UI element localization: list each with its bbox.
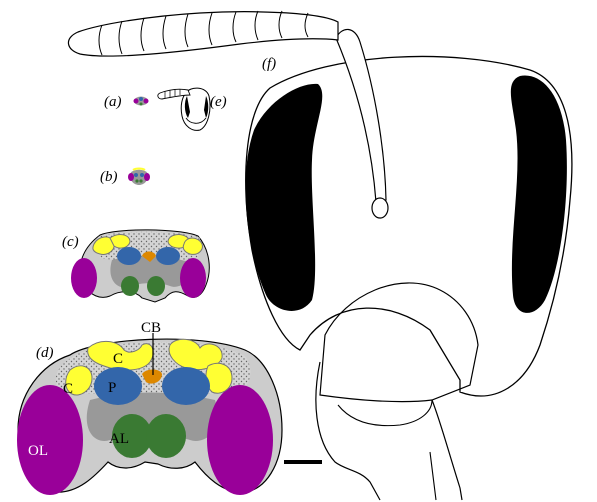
antenna-flagellum	[68, 12, 338, 56]
panel-label-e: (e)	[210, 94, 227, 110]
protocerebrum-d-left	[94, 367, 142, 405]
labrum-outline	[338, 400, 432, 426]
mandible-left	[316, 362, 380, 500]
region-label-al: AL	[109, 431, 129, 447]
region-label-ol: OL	[28, 443, 48, 459]
brain-medium-c	[71, 230, 209, 302]
antennal-lobe-d-right	[146, 414, 186, 458]
brain-tiny-a	[134, 97, 149, 106]
head-drawing-e	[158, 88, 210, 130]
panel-label-d: (d)	[36, 345, 54, 361]
optic-lobe-c-left	[71, 258, 97, 298]
brain-large-d	[17, 333, 282, 495]
labium-line	[430, 452, 436, 500]
optic-lobe-c-right	[180, 258, 206, 298]
region-label-c-upper: C	[113, 351, 123, 367]
panel-label-f: (f)	[262, 56, 276, 72]
panel-label-a: (a)	[104, 94, 122, 110]
optic-lobe-d-left	[17, 385, 83, 495]
mandible-right	[432, 400, 462, 500]
region-label-p: P	[108, 380, 116, 396]
brain-small-b	[128, 169, 150, 186]
region-label-c-lower: C	[63, 381, 73, 397]
optic-lobe-d-right	[207, 385, 273, 495]
protocerebrum-d-right	[162, 367, 210, 405]
panel-label-c: (c)	[62, 234, 79, 250]
panel-label-b: (b)	[100, 169, 118, 185]
antennal-socket	[372, 198, 388, 218]
region-label-cb: CB	[141, 320, 161, 336]
